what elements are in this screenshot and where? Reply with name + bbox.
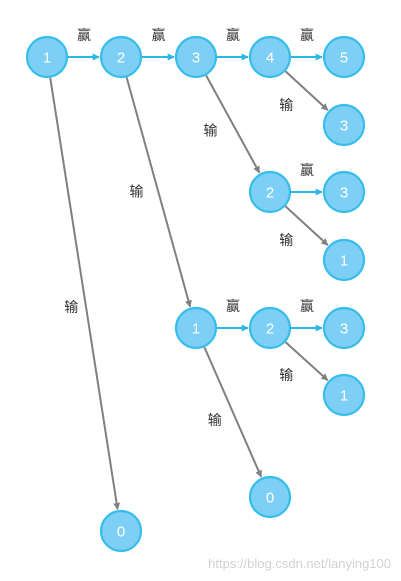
- node-circle: [248, 35, 292, 79]
- lose-label-n4-n6: 输: [279, 98, 293, 114]
- edges-layer: [49, 53, 329, 510]
- win-label-n2-n3: 赢: [152, 27, 166, 44]
- node-n8: 3: [322, 170, 366, 214]
- node-circle: [322, 103, 366, 147]
- node-n10: 1: [174, 306, 218, 350]
- lose-label-n2-n10: 输: [130, 185, 144, 201]
- node-circle: [99, 509, 143, 553]
- lose-edge-n11-n13: [284, 341, 329, 381]
- node-n1: 1: [25, 35, 69, 79]
- node-n6: 3: [322, 103, 366, 147]
- node-circle: [322, 170, 366, 214]
- node-n13: 1: [322, 373, 366, 417]
- node-circle: [248, 306, 292, 350]
- win-label-n10-n11: 赢: [226, 298, 240, 315]
- win-label-n4-n5: 赢: [300, 27, 314, 44]
- node-n14: 0: [248, 475, 292, 519]
- node-circle: [322, 373, 366, 417]
- node-circle: [322, 306, 366, 350]
- node-label: 2: [266, 321, 274, 338]
- win-label-n1-n2: 赢: [77, 27, 91, 44]
- node-n5: 5: [322, 35, 366, 79]
- node-label: 0: [266, 490, 274, 507]
- lose-edge-n3-n7: [205, 74, 261, 174]
- node-n7: 2: [248, 170, 292, 214]
- node-label: 1: [340, 253, 348, 270]
- lose-label-n10-n14: 输: [208, 413, 222, 429]
- node-label: 3: [340, 118, 348, 135]
- node-circle: [25, 35, 69, 79]
- node-n15: 0: [99, 509, 143, 553]
- watermark: https://blog.csdn.net/lanying100: [208, 556, 391, 571]
- lose-edge-n4-n6: [284, 70, 329, 111]
- node-label: 4: [266, 50, 274, 67]
- node-circle: [248, 170, 292, 214]
- lose-label-n7-n9: 输: [279, 233, 293, 249]
- node-circle: [322, 238, 366, 282]
- node-circle: [248, 475, 292, 519]
- node-label: 1: [340, 388, 348, 405]
- lose-label-n1-n15: 输: [64, 300, 78, 316]
- nodes-layer: 1 2 3 4 5 3 2 3 1 1 2 3 1 0 0: [25, 35, 366, 553]
- node-n2: 2: [99, 35, 143, 79]
- node-label: 3: [192, 50, 200, 67]
- node-label: 1: [43, 50, 51, 67]
- node-circle: [174, 306, 218, 350]
- node-label: 2: [117, 50, 125, 67]
- edge-labels-layer: 赢赢赢赢输输赢输输赢赢输输输: [64, 27, 314, 429]
- node-label: 1: [192, 321, 200, 338]
- lose-edge-n10-n14: [203, 346, 263, 478]
- node-label: 3: [340, 321, 348, 338]
- win-label-n7-n8: 赢: [300, 162, 314, 179]
- lose-label-n3-n7: 输: [204, 123, 218, 139]
- win-label-n3-n4: 赢: [226, 27, 240, 44]
- lose-edge-n7-n9: [284, 205, 329, 246]
- lose-label-n11-n13: 输: [279, 368, 293, 384]
- node-label: 3: [340, 185, 348, 202]
- lose-edge-n2-n10: [125, 76, 192, 308]
- lose-edge-n1-n15: [49, 77, 121, 510]
- node-circle: [322, 35, 366, 79]
- node-label: 0: [117, 524, 125, 541]
- win-label-n11-n12: 赢: [300, 298, 314, 315]
- node-n3: 3: [174, 35, 218, 79]
- node-n11: 2: [248, 306, 292, 350]
- node-circle: [174, 35, 218, 79]
- node-n4: 4: [248, 35, 292, 79]
- node-label: 2: [266, 185, 274, 202]
- node-label: 5: [340, 50, 348, 67]
- node-n9: 1: [322, 238, 366, 282]
- node-circle: [99, 35, 143, 79]
- node-n12: 3: [322, 306, 366, 350]
